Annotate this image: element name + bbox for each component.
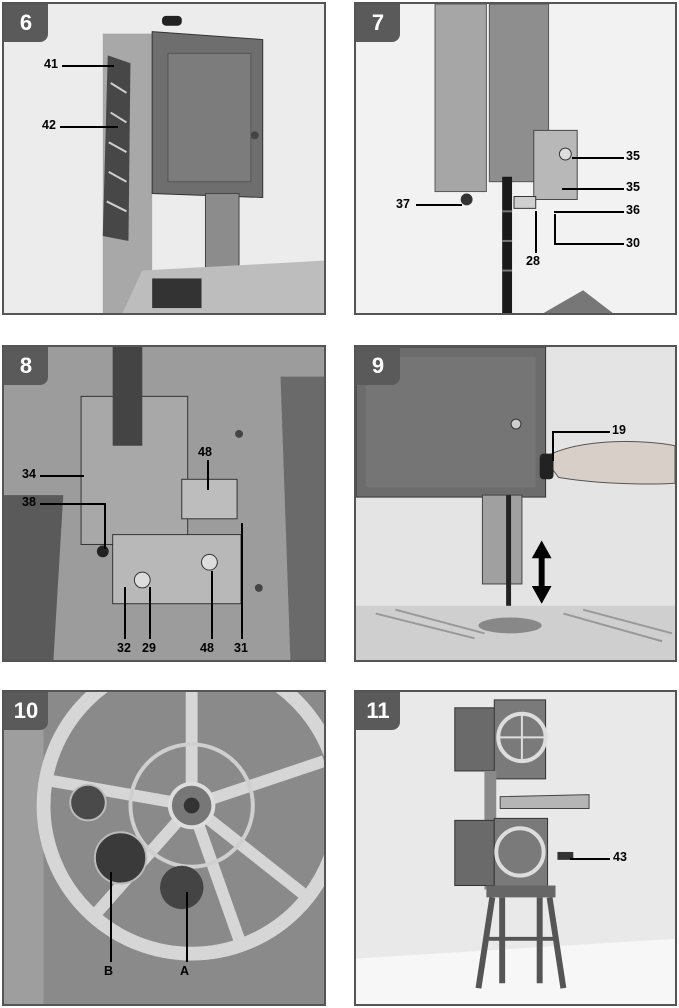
callout-label: 41 — [44, 57, 58, 71]
callout-label: 36 — [626, 203, 640, 217]
figure-number: 9 — [356, 347, 400, 385]
callout-label: B — [104, 964, 114, 978]
leader-line — [149, 587, 151, 639]
figure-8: 8 48 34 38 32 29 48 31 — [2, 345, 326, 662]
leader-line — [241, 523, 243, 639]
callout-label: 19 — [612, 423, 626, 437]
blade-guide-height-adjustment-photo — [356, 347, 675, 660]
leader-line — [570, 858, 610, 860]
callout-label: 35 — [626, 149, 640, 163]
leader-line — [535, 211, 537, 253]
leader-line — [40, 503, 104, 505]
figure-number: 8 — [4, 347, 48, 385]
leader-line — [552, 431, 610, 433]
callout-label: 48 — [200, 641, 214, 655]
figure-number: 10 — [4, 692, 48, 730]
leader-line — [552, 431, 554, 461]
leader-line — [110, 872, 112, 962]
leader-line — [562, 188, 624, 190]
callout-label: 42 — [42, 118, 56, 132]
leader-line — [572, 157, 624, 159]
callout-label: A — [180, 964, 190, 978]
figure-6: 6 41 42 — [2, 2, 326, 315]
figure-11: 11 43 — [354, 690, 677, 1006]
callout-label: 35 — [626, 180, 640, 194]
leader-line — [40, 475, 84, 477]
callout-label: 29 — [142, 641, 156, 655]
figure-number: 6 — [4, 4, 48, 42]
leader-line — [554, 211, 624, 213]
bandsaw-upper-housing-photo — [4, 4, 324, 313]
callout-label: 31 — [234, 641, 248, 655]
callout-label: 30 — [626, 236, 640, 250]
leader-line — [104, 503, 106, 549]
leader-line — [211, 571, 213, 639]
leader-line — [554, 243, 624, 245]
callout-label: 37 — [396, 197, 410, 211]
leader-line — [60, 126, 118, 128]
callout-label: 48 — [198, 445, 212, 459]
blade-guide-photo — [356, 4, 675, 313]
figure-number: 7 — [356, 4, 400, 42]
callout-label: 38 — [22, 495, 36, 509]
bandsaw-on-stand-photo — [356, 692, 675, 1004]
figure-7: 7 35 35 36 37 30 28 — [354, 2, 677, 315]
callout-label: 43 — [613, 850, 627, 864]
up-down-arrow-icon — [531, 540, 552, 604]
leader-line — [62, 65, 114, 67]
leader-line — [124, 587, 126, 639]
leader-line — [186, 892, 188, 962]
leader-line — [416, 204, 462, 206]
figure-9: 9 19 — [354, 345, 677, 662]
wheel-and-pulley-photo — [4, 692, 324, 1004]
figure-10: 10 B A — [2, 690, 326, 1006]
leader-line — [554, 214, 556, 244]
leader-line — [207, 460, 209, 490]
callout-label: 34 — [22, 467, 36, 481]
figure-number: 11 — [356, 692, 400, 730]
callout-label: 28 — [526, 254, 540, 268]
callout-label: 32 — [117, 641, 131, 655]
